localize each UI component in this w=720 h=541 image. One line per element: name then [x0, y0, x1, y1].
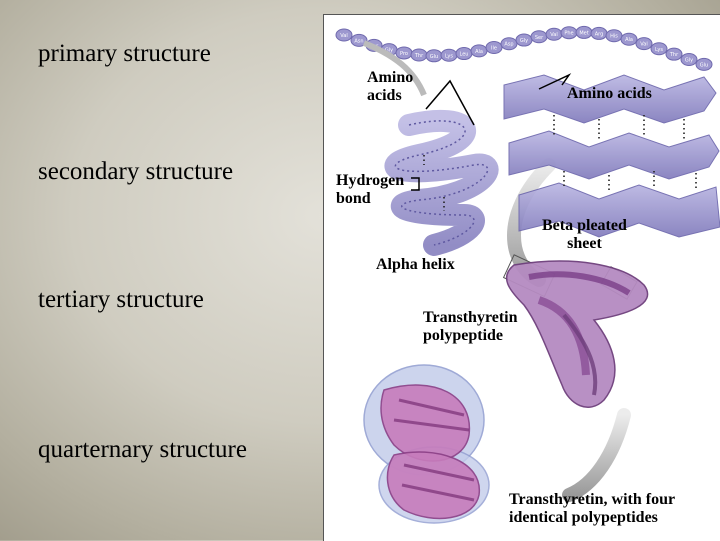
amino-acid-label: Thr [669, 52, 679, 58]
amino-acid-bead [650, 42, 668, 56]
amino-acid-label: Val [340, 33, 348, 39]
amino-acid-bead [620, 32, 638, 46]
transthyretin-four-annotation: Transthyretin, with four identical polyp… [509, 491, 676, 526]
amino-acid-label: Lys [655, 47, 663, 53]
tertiary-structure-label: tertiary structure [38, 286, 204, 313]
amino-acid-label: Pro [400, 51, 408, 57]
amino-acid-label: Gly [520, 38, 528, 44]
amino-acid-label: His [610, 34, 618, 40]
secondary-structure-label: secondary structure [38, 158, 234, 185]
primary-structure-label: primary structure [38, 40, 211, 67]
amino-acid-bead [665, 47, 683, 61]
amino-acid-bead [695, 57, 713, 71]
amino-acid-label: Asp [504, 42, 513, 48]
amino-acid-label: Ile [491, 45, 497, 51]
alpha-helix-ribbon [384, 109, 499, 256]
amino-acid-bead [680, 53, 698, 67]
amino-acid-label: Lys [445, 53, 453, 59]
amino-acid-label: Val [550, 32, 558, 38]
amino-acid-label: Ala [625, 37, 633, 43]
annotation-leaders [411, 73, 572, 191]
hydrogen-bond-dots [423, 115, 697, 211]
amino-acid-label: Val [640, 42, 648, 48]
quaternary-structure [363, 364, 490, 524]
amino-acid-bead [350, 33, 368, 47]
transthyretin-polypeptide-annotation: Transthyretin polypeptide [423, 309, 518, 344]
curved-arrow-primary-to-secondary [362, 40, 427, 97]
amino-acid-label: Ala [475, 49, 483, 55]
tertiary-structure-ribbon [505, 260, 649, 408]
amino-acid-bead [485, 40, 503, 54]
beta-pleated-sheet-annotation: Beta pleated sheet [542, 217, 627, 252]
amino-acid-label: Glu [430, 54, 438, 60]
amino-acid-label: Gly [685, 58, 693, 64]
beta-sheet-strands [503, 74, 720, 238]
amino-acid-label: Asn [354, 38, 363, 44]
amino-acid-label: Glu [700, 62, 708, 68]
hydrogen-bond-annotation: Hydrogen bond [336, 172, 405, 207]
alpha-helix-annotation: Alpha helix [376, 256, 455, 273]
amino-acid-label: Thr [414, 53, 424, 59]
curved-arrow-tertiary-to-quaternary [562, 408, 631, 502]
amino-acid-label: Ser [535, 35, 544, 41]
amino-acids-right-annotation: Amino acids [567, 85, 652, 102]
quarternary-structure-label: quarternary structure [38, 436, 247, 463]
amino-acid-label: Met [579, 30, 588, 36]
amino-acid-bead [335, 28, 353, 42]
amino-acid-label: Gly [385, 48, 393, 54]
amino-acids-left-annotation: Amino acids [367, 69, 414, 104]
amino-acid-label: Arg [595, 31, 604, 37]
amino-acid-label: Leu [460, 52, 469, 58]
amino-acid-label: Phe [564, 31, 573, 37]
amino-acid-bead [635, 37, 653, 51]
